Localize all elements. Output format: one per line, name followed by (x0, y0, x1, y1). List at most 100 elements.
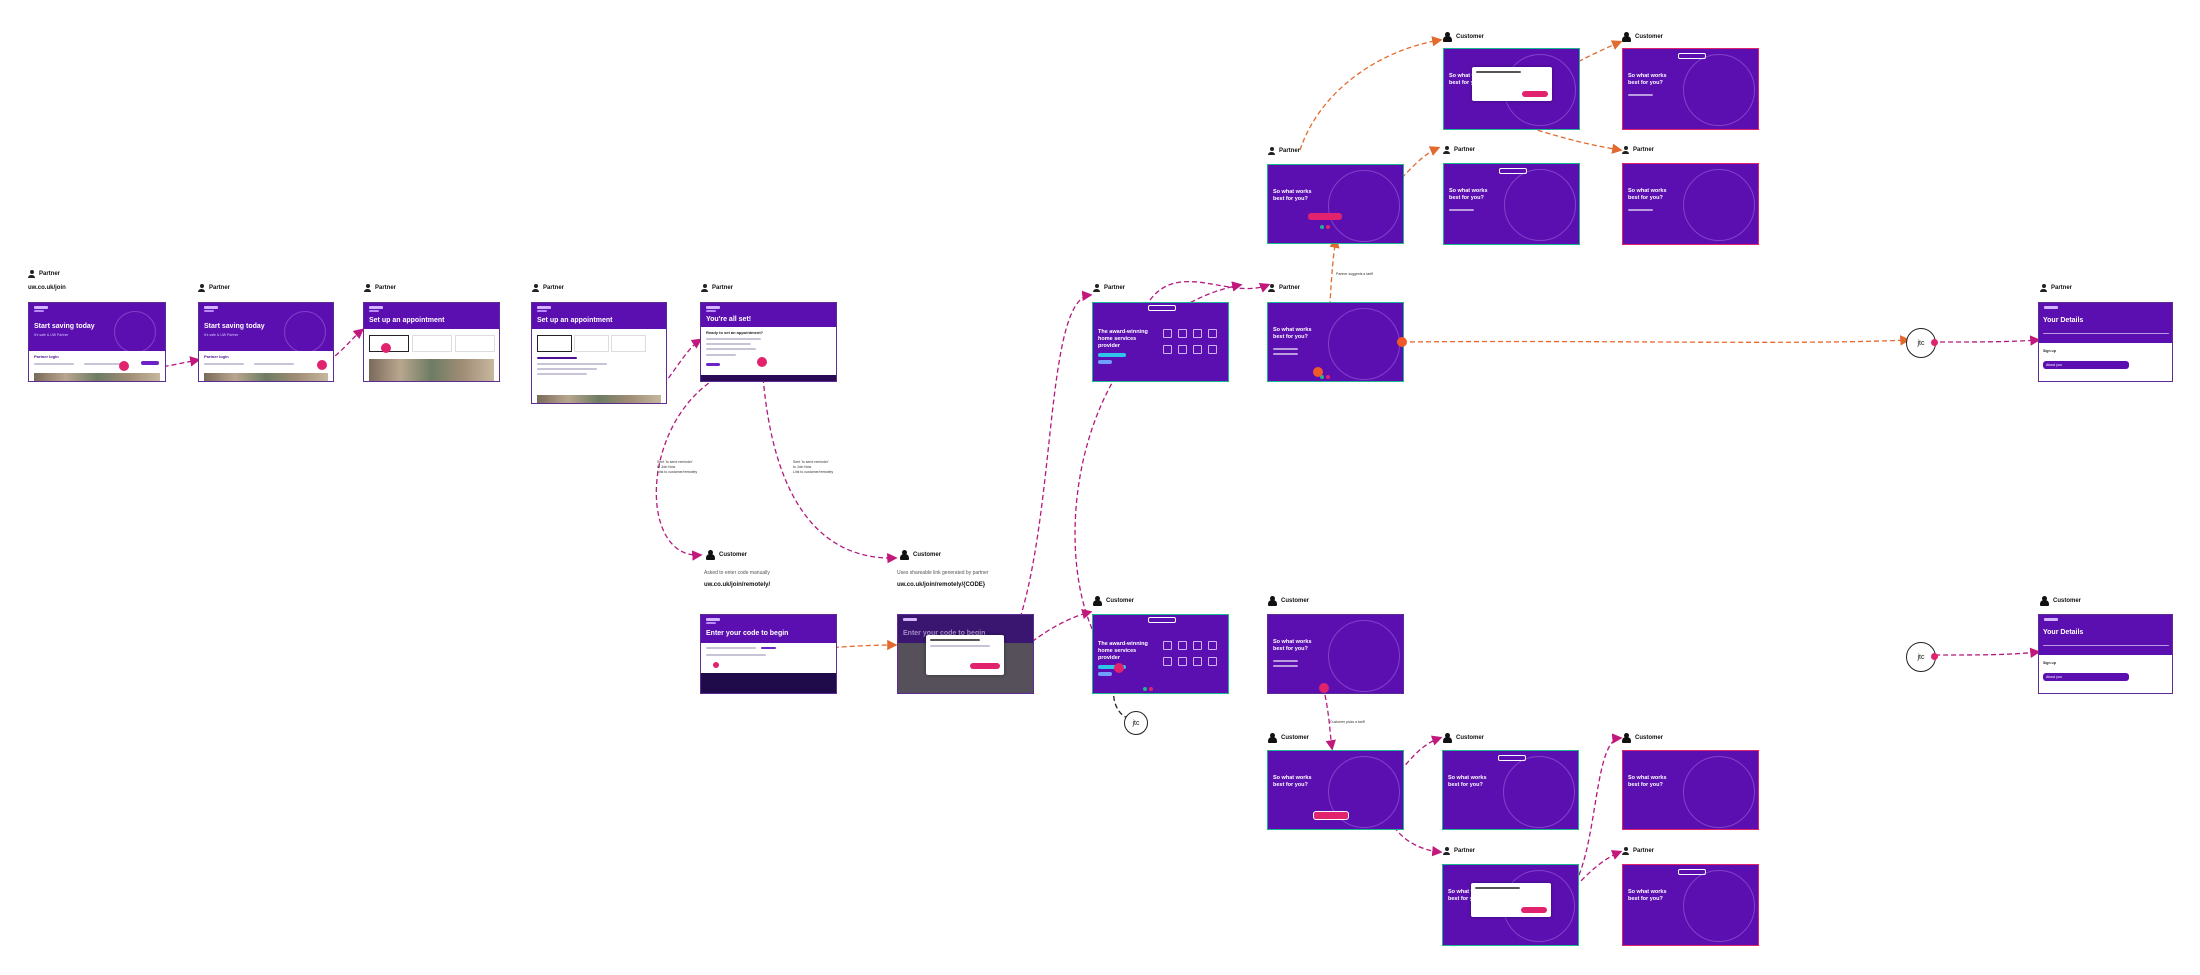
about-you-label: About you (2046, 675, 2062, 679)
customer-icon (1622, 32, 1631, 42)
hotspot-dot[interactable] (757, 357, 767, 367)
screen-title: So what works best for you? (1273, 327, 1312, 340)
role-customer-label: Customer (2040, 596, 2081, 606)
screen-title: Enter your code to begin (706, 630, 789, 637)
role-partner-label: Partner (1093, 284, 1125, 292)
question-label: Ready to set an appointment? (706, 330, 764, 335)
screen-works-best-partner[interactable]: So what works best for you? (1267, 302, 1404, 382)
edge-modal-to-p2 (1529, 127, 1623, 154)
screen-title: The award-winning home services provider (1098, 329, 1148, 349)
screen-subtitle: It's safe & UW Partner (204, 333, 239, 337)
edge-award-to-works-top (1149, 281, 1271, 301)
screen-works-best-customer[interactable]: So what works best for you? (1267, 614, 1404, 694)
role-customer-label: Customer (900, 550, 941, 560)
edge-wb-to-modal (1299, 36, 1443, 151)
role-partner-label: Partner (1268, 284, 1300, 292)
role-partner-label: Partner (532, 284, 564, 292)
hotspot-dot[interactable] (713, 662, 719, 668)
screen-title: So what works best for you? (1273, 189, 1312, 202)
person-icon (1268, 147, 1275, 155)
tariff-note: Customer picks a tariff (1330, 720, 1365, 724)
role-partner-label: Partner (28, 270, 60, 278)
screen-setup-appointment[interactable]: Set up an appointment (363, 302, 500, 382)
screen-your-details-customer[interactable]: Your Details Sign up About you (2038, 614, 2173, 694)
role-partner-label: Partner (701, 284, 733, 292)
customer-icon (1622, 733, 1631, 743)
screen-title: So what works best for you? (1449, 188, 1488, 201)
screen-works-best-partner-selected[interactable]: So what works best for you? (1267, 164, 1404, 244)
screen-title: So what works best for you? (1628, 188, 1667, 201)
screen-setup-appointment-filled[interactable]: Set up an appointment (531, 302, 667, 404)
person-icon (364, 284, 371, 292)
customer-icon (1443, 733, 1452, 743)
hotspot-dot[interactable] (1319, 683, 1329, 693)
screen-works-best-customer-selected[interactable]: So what works best for you? (1267, 750, 1404, 830)
screen-works-best-c4[interactable]: So what works best for you? (1622, 750, 1759, 830)
screen-title: So what works best for you? (1628, 775, 1667, 788)
hotspot-dot[interactable] (1313, 367, 1323, 377)
person-icon (1622, 847, 1629, 855)
person-icon (1622, 146, 1629, 154)
url-label: uw.co.uk/join/remotely/{CODE} (897, 582, 986, 588)
hotspot-dot[interactable] (1114, 663, 1124, 673)
screen-all-set[interactable]: You're all set! Ready to set an appointm… (700, 302, 837, 382)
screen-subtitle: It's safe & UW Partner (34, 333, 69, 337)
person-icon (1093, 284, 1100, 292)
screen-works-best-c3[interactable]: So what works best for you? (1442, 750, 1579, 830)
screen-title: The award-winning home services provider (1098, 641, 1148, 661)
customer-icon (1443, 32, 1452, 42)
hotspot-dot[interactable] (381, 343, 391, 353)
branch-note: Sent 'to send reminder' to Join Now Link… (657, 460, 698, 474)
screen-title: Enter your code to begin (903, 630, 986, 637)
screen-works-best-p3[interactable]: So what works best for you? (1622, 163, 1759, 245)
edge-cwb-down-right (1389, 819, 1443, 857)
hotspot-dot[interactable] (119, 361, 129, 371)
person-icon (2040, 284, 2047, 292)
screen-award-partner[interactable]: The award-winning home services provider (1092, 302, 1229, 382)
role-partner-label: Partner (364, 284, 396, 292)
hotspot-dot[interactable] (1397, 337, 1407, 347)
screen-works-best-p4[interactable]: So what works best for you? (1622, 864, 1759, 946)
customer-icon (1268, 596, 1277, 606)
screen-enter-code[interactable]: Enter your code to begin (700, 614, 837, 694)
url-label: uw.co.uk/join/remotely/ (704, 582, 771, 588)
hotspot-dot[interactable] (317, 360, 327, 370)
hotspot-dot[interactable] (1930, 652, 1938, 660)
jtc-node[interactable]: jtc (1124, 711, 1148, 735)
screen-start-saving[interactable]: Start saving today It's safe & UW Partne… (28, 302, 166, 382)
screen-title: Your Details (2043, 629, 2084, 636)
role-customer-label: Customer (1268, 596, 1309, 606)
screen-your-details-partner[interactable]: Your Details Sign up About you (2038, 302, 2173, 382)
screen-award-customer[interactable]: The award-winning home services provider (1092, 614, 1229, 694)
screen-title: Set up an appointment (369, 317, 445, 324)
screen-works-best-c2[interactable]: So what works best for you? (1622, 48, 1759, 130)
screen-title: So what works best for you? (1273, 639, 1312, 652)
screen-works-best-modal[interactable]: So what works best for you? (1443, 48, 1580, 130)
edge-jtc-to-details-top (1939, 335, 2041, 346)
subtitle: Uses shareable link generated by partner (897, 570, 989, 576)
role-partner-label: Partner (1622, 146, 1654, 154)
screen-title: Your Details (2043, 317, 2084, 324)
person-icon (701, 284, 708, 292)
edge-cwb-down (1324, 694, 1336, 751)
screen-code-modal[interactable]: Enter your code to begin (897, 614, 1034, 694)
edge-jtc2-to-details (1934, 647, 2041, 659)
person-icon (1443, 847, 1450, 855)
screen-works-best-modal-2[interactable]: So what works best for you? (1442, 864, 1579, 946)
customer-icon (1268, 733, 1277, 743)
edge-code-to-award-top (1001, 290, 1093, 663)
url-label: uw.co.uk/join (28, 285, 66, 291)
role-partner-label: Partner (1268, 147, 1300, 155)
about-you-label: About you (2046, 363, 2062, 367)
screen-title: You're all set! (706, 316, 752, 323)
screen-works-best-p2[interactable]: So what works best for you? (1443, 163, 1580, 245)
role-customer-label: Customer (706, 550, 747, 560)
screen-partner-login[interactable]: Start saving today It's safe & UW Partne… (198, 302, 334, 382)
role-partner-label: Partner (1443, 847, 1475, 855)
tariff-note: Partner suggests a tariff (1336, 272, 1374, 276)
role-customer-label: Customer (1622, 733, 1663, 743)
hotspot-dot[interactable] (1930, 338, 1938, 346)
branch-note: Sent 'to send reminder' to Join Now Link… (793, 460, 834, 474)
screen-title: Set up an appointment (537, 317, 613, 324)
edge-allset-to-code (761, 361, 898, 564)
